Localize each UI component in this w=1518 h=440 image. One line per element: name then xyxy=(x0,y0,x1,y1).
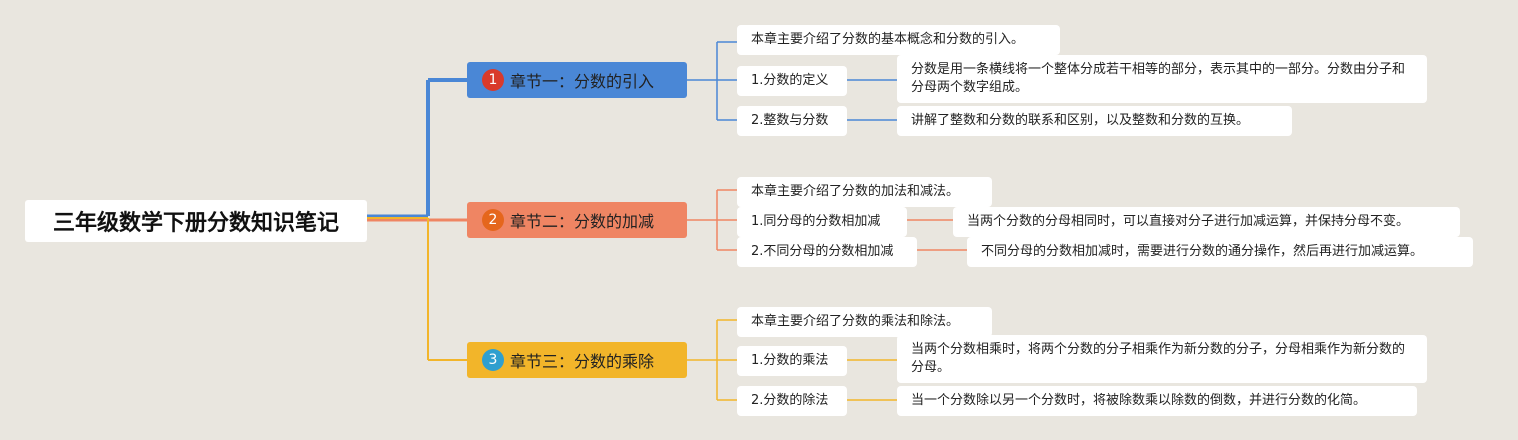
chapter-3-node[interactable]: 3 章节三：分数的乘除 xyxy=(467,342,687,378)
chapter-1-topic-1[interactable]: 1.分数的定义 xyxy=(737,66,847,96)
chapter-2-title: 章节二：分数的加减 xyxy=(510,212,655,231)
chapter-3-topic-1-detail[interactable]: 当两个分数相乘时，将两个分数的分子相乘作为新分数的分子，分母相乘作为新分数的分母… xyxy=(897,335,1427,383)
chapter-2-node[interactable]: 2 章节二：分数的加减 xyxy=(467,202,687,238)
chapter-3-topic-1[interactable]: 1.分数的乘法 xyxy=(737,346,847,376)
chapter-2-topic-2[interactable]: 2.不同分母的分数相加减 xyxy=(737,237,917,267)
chapter-2-topic-2-detail[interactable]: 不同分母的分数相加减时，需要进行分数的通分操作，然后再进行加减运算。 xyxy=(967,237,1473,267)
chapter-1-summary[interactable]: 本章主要介绍了分数的基本概念和分数的引入。 xyxy=(737,25,1060,55)
root-topic[interactable]: 三年级数学下册分数知识笔记 xyxy=(25,200,367,242)
chapter-1-number-badge: 1 xyxy=(482,69,504,91)
chapter-1-topic-2[interactable]: 2.整数与分数 xyxy=(737,106,847,136)
chapter-1-title: 章节一：分数的引入 xyxy=(510,72,655,91)
chapter-2-topic-1-detail[interactable]: 当两个分数的分母相同时，可以直接对分子进行加减运算，并保持分母不变。 xyxy=(953,207,1460,237)
chapter-3-title: 章节三：分数的乘除 xyxy=(510,352,655,371)
chapter-1-topic-1-detail[interactable]: 分数是用一条横线将一个整体分成若干相等的部分，表示其中的一部分。分数由分子和分母… xyxy=(897,55,1427,103)
chapter-3-topic-2[interactable]: 2.分数的除法 xyxy=(737,386,847,416)
chapter-1-topic-2-detail[interactable]: 讲解了整数和分数的联系和区别，以及整数和分数的互换。 xyxy=(897,106,1292,136)
chapter-3-summary[interactable]: 本章主要介绍了分数的乘法和除法。 xyxy=(737,307,992,337)
chapter-2-number-badge: 2 xyxy=(482,209,504,231)
root-title: 三年级数学下册分数知识笔记 xyxy=(52,211,339,236)
chapter-1-node[interactable]: 1 章节一：分数的引入 xyxy=(467,62,687,98)
chapter-3-topic-2-detail[interactable]: 当一个分数除以另一个分数时，将被除数乘以除数的倒数，并进行分数的化简。 xyxy=(897,386,1417,416)
chapter-2-summary[interactable]: 本章主要介绍了分数的加法和减法。 xyxy=(737,177,992,207)
chapter-3-number-badge: 3 xyxy=(482,349,504,371)
chapter-2-topic-1[interactable]: 1.同分母的分数相加减 xyxy=(737,207,907,237)
